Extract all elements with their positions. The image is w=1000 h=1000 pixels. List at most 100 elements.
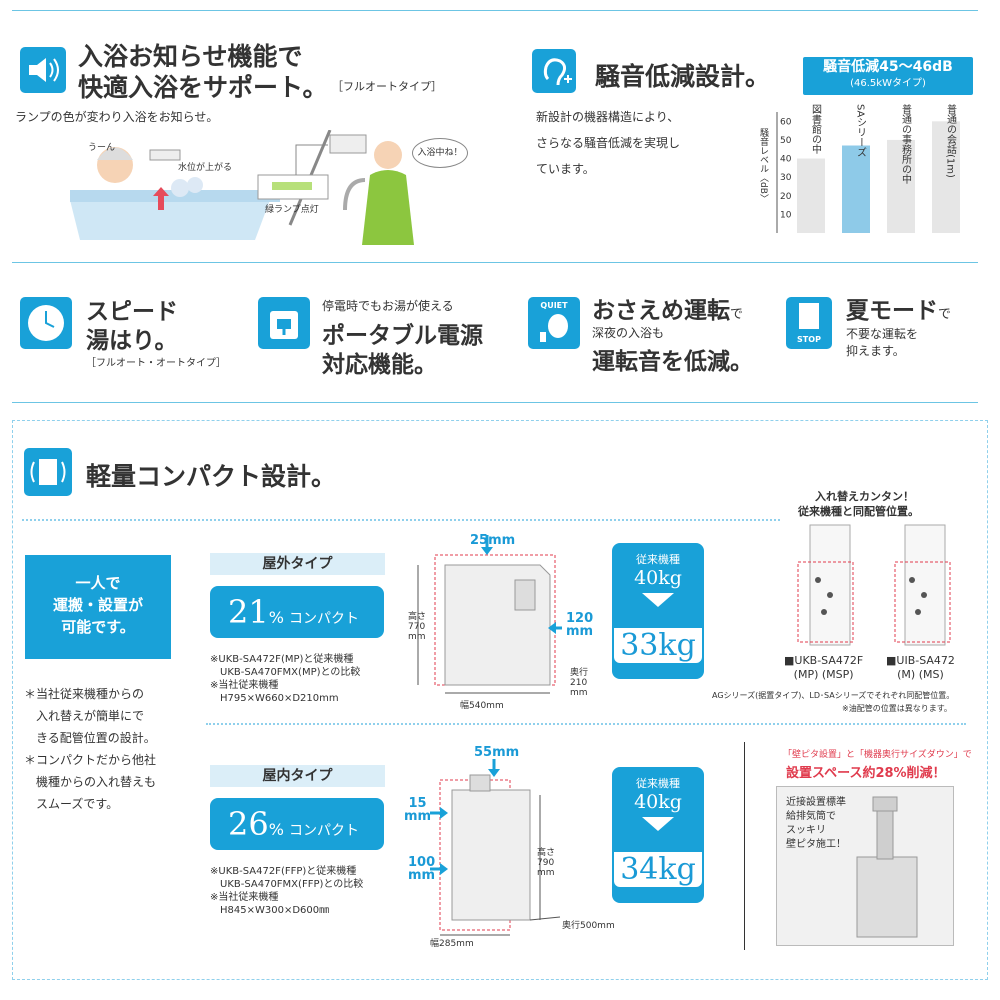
indoor-notes: ※UKB-SA472F(FFP)と従来機種 UKB-SA470FMX(FFP)と… [210,865,363,917]
indoor-new-weight: 34kg [612,852,704,889]
summer-big-text: 夏モード [846,297,938,324]
compact-dot-mid [206,723,966,725]
outdoor-dim-top: 25mm [470,533,516,548]
indoor-dim-left2: 100 mm [408,856,435,882]
outdoor-old-weight: 40kg [634,567,682,589]
speech-text: 入浴中ね！ [417,148,463,158]
indoor-label: 屋内タイプ [210,765,385,787]
compact-title: 軽量コンパクト設計。 [86,462,337,491]
compact-note-5: 機種からの入れ替えも [24,775,157,789]
indoor-down-arrow [642,817,674,831]
speaker-icon [20,47,66,93]
top-divider [12,10,978,11]
noise-chart-bar [797,158,825,233]
outdoor-depth: 奥行 210 mm [570,668,588,698]
noise-chart-bar [842,145,870,233]
indoor-dim-top: 55mm [474,745,520,760]
outdoor-new-weight: 33kg [612,628,704,665]
indoor-pct-pill: 26% コンパクト [210,798,384,850]
noise-title: 騒音低減設計。 [595,62,771,91]
outdoor-note3: ※当社従来機種 [210,680,279,691]
compact-note-4: ＊コンパクトだから他社 [24,753,157,767]
noise-desc1: 新設計の機器構造により、 [536,110,680,124]
speed-note: ［フルオート・オートタイプ］ [86,358,226,369]
carry-line1: 一人で [75,574,121,592]
compact-vdivider [744,742,745,950]
replace-model1-name: ■UKB-SA472F [784,654,864,667]
replace-diagrams [790,520,980,650]
indoor-old-weight: 40kg [634,791,682,813]
compact-dot-top [22,519,780,521]
indoor-height-value: 790 [537,858,555,868]
noise-desc3: ています。 [536,162,595,176]
speech-bubble: 入浴中ね！ [412,138,468,168]
outage-line2: 対応機能。 [322,351,437,378]
bath-type-note: ［フルオートタイプ］ [332,80,442,93]
compact-notes: ＊当社従来機種からの 入れ替えが簡単にで きる配管位置の設計。 ＊コンパクトだか… [24,683,156,815]
noise-chart-category-label: 普通の事務所の中 [900,103,912,185]
quiet-big-text: おさえめ運転 [592,297,730,324]
compact-note-2: 入れ替えが簡単にで [24,709,145,723]
outdoor-width: 幅540mm [460,701,504,711]
noise-chart-category-label: 普通の会話(1m) [945,103,957,178]
divider-2 [12,262,978,263]
outdoor-dim-right2: mm [566,624,594,639]
indoor-height-unit: mm [537,868,555,878]
indoor-compact-word: コンパクト [289,823,360,839]
compact-note-6: スムーズです。 [24,797,119,811]
replace-head1: 入れ替えカンタン！ [815,490,914,503]
clock-icon [20,297,72,349]
outage-small: 停電時でもお湯が使える [322,299,454,313]
noise-chart-bar [887,139,915,233]
outdoor-label: 屋外タイプ [210,553,385,575]
bath-title-line2: 快適入浴をサポート。 [78,73,328,102]
outdoor-note1: ※UKB-SA472F(MP)と従来機種 [210,654,354,665]
summer-big: 夏モードで [846,291,951,325]
quiet-icon-text: QUIET [540,301,568,310]
speed-line2: 湯はり。 [86,327,178,354]
quiet-de-text: で [730,307,744,322]
noise-chart-ytick: 40 [780,155,792,165]
noise-chart-bar [932,121,960,233]
outdoor-notes: ※UKB-SA472F(MP)と従来機種 UKB-SA470FMX(MP)との比… [210,653,360,705]
indoor-dim-left1-value: 15 [408,796,427,811]
outdoor-height: 高さ 770 mm [408,612,426,642]
outage-line1: ポータブル電源 [322,322,483,349]
indoor-unit-drawing [400,745,600,945]
compact-note-1: ＊当社従来機種からの [24,687,145,701]
space-photo-text: 近接設置標準 給排気筒で スッキリ 壁ピタ施工！ [786,796,846,852]
green-lamp-text: 緑ランプ点灯 [265,205,319,215]
outdoor-dim-right1: 120 [566,611,594,626]
outdoor-pct-pill: 21% コンパクト [210,586,384,638]
space-photo-text4: 壁ピタ施工！ [786,839,846,850]
summer-small2: 抑えます。 [846,344,905,358]
noise-chart-ytick: 60 [780,117,792,127]
outdoor-dim-right: 120 mm [566,612,593,638]
replace-note2: ※油配管の位置は異なります。 [842,704,952,713]
carry-line2: 運搬・設置が [52,596,143,614]
speed-line1: スピード [86,298,178,325]
noise-desc2: さらなる騒音低減を実現し [536,136,681,150]
noise-chart-category-label: 図書館の中 [810,104,822,155]
quiet-small: 深夜の入浴も [592,326,665,340]
indoor-note1: ※UKB-SA472F(FFP)と従来機種 [210,866,357,877]
compact-icon [24,448,72,496]
quiet-line2: 運転音を低減。 [592,348,753,375]
summer-de-text: で [938,307,952,322]
indoor-dim-left1-unit: mm [404,809,432,824]
indoor-pct: 26 [228,805,269,843]
bath-desc: ランプの色が変わり入浴をお知らせ。 [15,110,219,124]
outdoor-pct-unit: % [268,608,284,627]
uun-text: うーん [88,143,116,153]
replace-model2-name: ■UIB-SA472 [886,654,955,667]
indoor-note2: UKB-SA470FMX(FFP)との比較 [210,879,364,890]
noise-badge-sub: (46.5kWタイプ) [850,78,926,89]
replace-model2-sub: (M) (MS) [897,668,944,681]
bath-illustration [70,129,450,250]
indoor-old-label: 従来機種 [636,777,680,790]
summer-small1: 不要な運転を [846,327,919,341]
noise-chart-ytick: 10 [780,210,792,220]
outdoor-height-label: 高さ [408,612,427,622]
outdoor-unit-drawing [400,535,600,715]
